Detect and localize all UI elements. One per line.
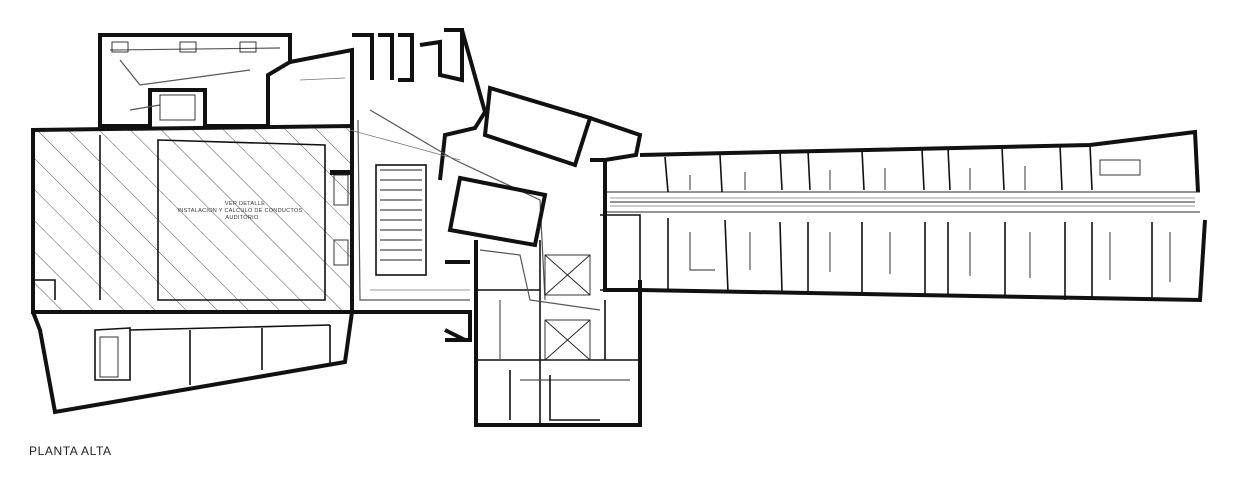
corridor-duct bbox=[605, 191, 1200, 213]
east-wing bbox=[603, 129, 1207, 303]
auditorium-block: VER DETALLE INSTALACION Y CALCULO DE CON… bbox=[31, 123, 354, 314]
auditorium-note-line3: AUDITORIO bbox=[225, 215, 259, 221]
upper-left-block bbox=[98, 33, 292, 128]
auditorium-note-line2: INSTALACION Y CALCULO DE CONDUCTOS bbox=[177, 208, 302, 214]
auditorium-note-line1: VER DETALLE bbox=[225, 201, 265, 207]
middle-rooms bbox=[444, 85, 643, 427]
lower-left-wing bbox=[31, 311, 354, 415]
drawing-title: PLANTA ALTA bbox=[29, 444, 112, 458]
central-lobby bbox=[289, 28, 546, 342]
